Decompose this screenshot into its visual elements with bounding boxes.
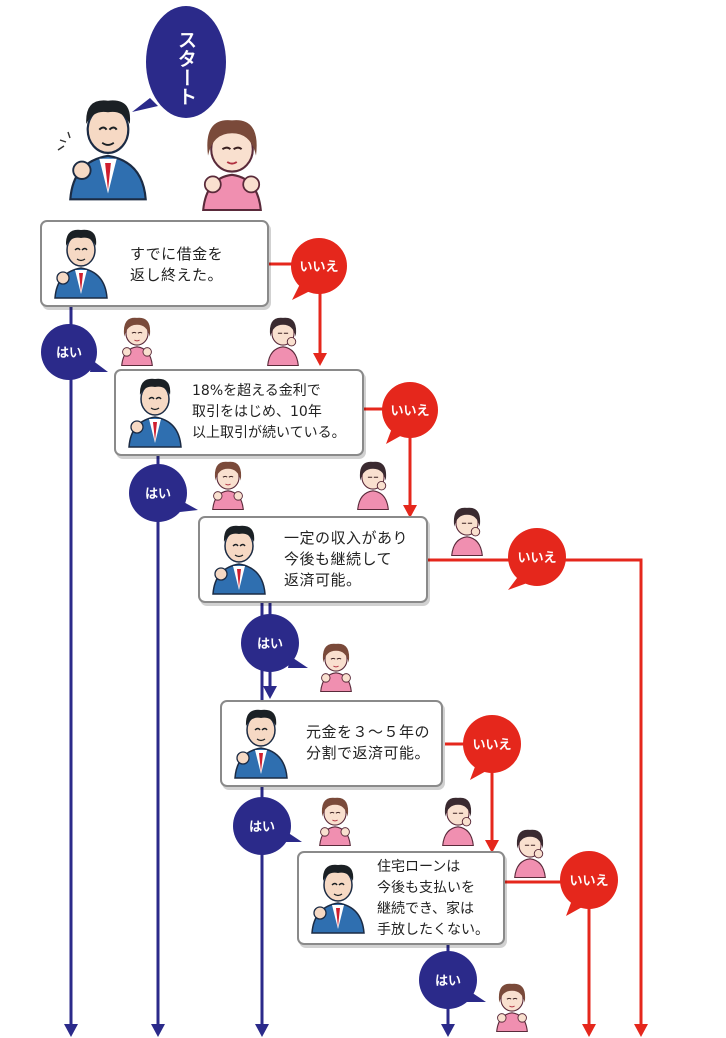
woman-thinking-icon xyxy=(442,797,474,847)
question-text: すでに借金を 返し終えた。 xyxy=(130,245,224,284)
no-bubble-4: いいえ xyxy=(463,715,521,780)
no-bubble-1: いいえ xyxy=(291,238,347,300)
question-text: 一定の収入があり 今後も継続して 返済可能。 xyxy=(284,529,409,589)
svg-text:はい: はい xyxy=(435,974,461,989)
woman-cheering-icon xyxy=(121,317,153,367)
no-bubble-3: いいえ xyxy=(508,528,566,590)
question-text: 住宅ローンは 今後も支払いを 継続でき、家は 手放したくない。 xyxy=(377,859,489,938)
question-box-4: 元金を３〜５年の 分割で返済可能。 xyxy=(220,700,443,787)
man-large-icon xyxy=(69,99,147,201)
yes-bubble-1: はい xyxy=(41,324,108,380)
man-in-suit-icon xyxy=(212,525,266,595)
question-text: 元金を３〜５年の 分割で返済可能。 xyxy=(306,723,431,762)
yes-bubble-5: はい xyxy=(419,951,486,1009)
svg-text:いいえ: いいえ xyxy=(299,260,338,275)
no-bubble-2: いいえ xyxy=(382,382,438,444)
woman-cheering-icon xyxy=(319,797,351,847)
svg-text:いいえ: いいえ xyxy=(390,404,429,419)
question-box-2: 18%を超える金利で 取引をはじめ、10年 以上取引が続いている。 xyxy=(114,369,364,456)
woman-thinking-icon xyxy=(451,507,483,557)
svg-text:はい: はい xyxy=(145,487,171,502)
question-box-1: すでに借金を 返し終えた。 xyxy=(40,220,269,307)
svg-text:いいえ: いいえ xyxy=(517,551,556,566)
start-bubble: スタート xyxy=(132,6,226,118)
woman-thinking-icon xyxy=(514,829,546,879)
woman-cheering-icon xyxy=(320,643,352,693)
svg-text:いいえ: いいえ xyxy=(472,738,511,753)
question-box-3: 一定の収入があり 今後も継続して 返済可能。 xyxy=(198,516,428,603)
yes-bubble-2: はい xyxy=(129,464,198,522)
woman-cheering-icon xyxy=(212,461,244,511)
svg-text:はい: はい xyxy=(56,346,82,361)
man-in-suit-icon xyxy=(311,864,365,934)
woman-thinking-icon xyxy=(267,317,299,367)
man-in-suit-icon xyxy=(54,229,108,299)
man-in-suit-icon xyxy=(128,378,182,448)
svg-text:いいえ: いいえ xyxy=(569,874,608,889)
woman-cheering-icon xyxy=(496,983,528,1033)
start-label: スタート xyxy=(175,30,197,106)
woman-large-icon xyxy=(202,119,262,212)
svg-text:はい: はい xyxy=(257,637,283,652)
yes-arrowheads xyxy=(64,686,455,1037)
no-arrowheads xyxy=(313,353,648,1037)
sparkle-icon xyxy=(57,131,71,151)
svg-text:はい: はい xyxy=(249,820,275,835)
woman-thinking-icon xyxy=(357,461,389,511)
yes-bubble-3: はい xyxy=(241,614,308,672)
question-text: 18%を超える金利で 取引をはじめ、10年 以上取引が続いている。 xyxy=(192,383,346,441)
man-in-suit-icon xyxy=(234,709,288,779)
question-box-5: 住宅ローンは 今後も支払いを 継続でき、家は 手放したくない。 xyxy=(297,851,505,945)
no-bubble-5: いいえ xyxy=(560,851,618,916)
yes-bubble-4: はい xyxy=(233,797,302,855)
